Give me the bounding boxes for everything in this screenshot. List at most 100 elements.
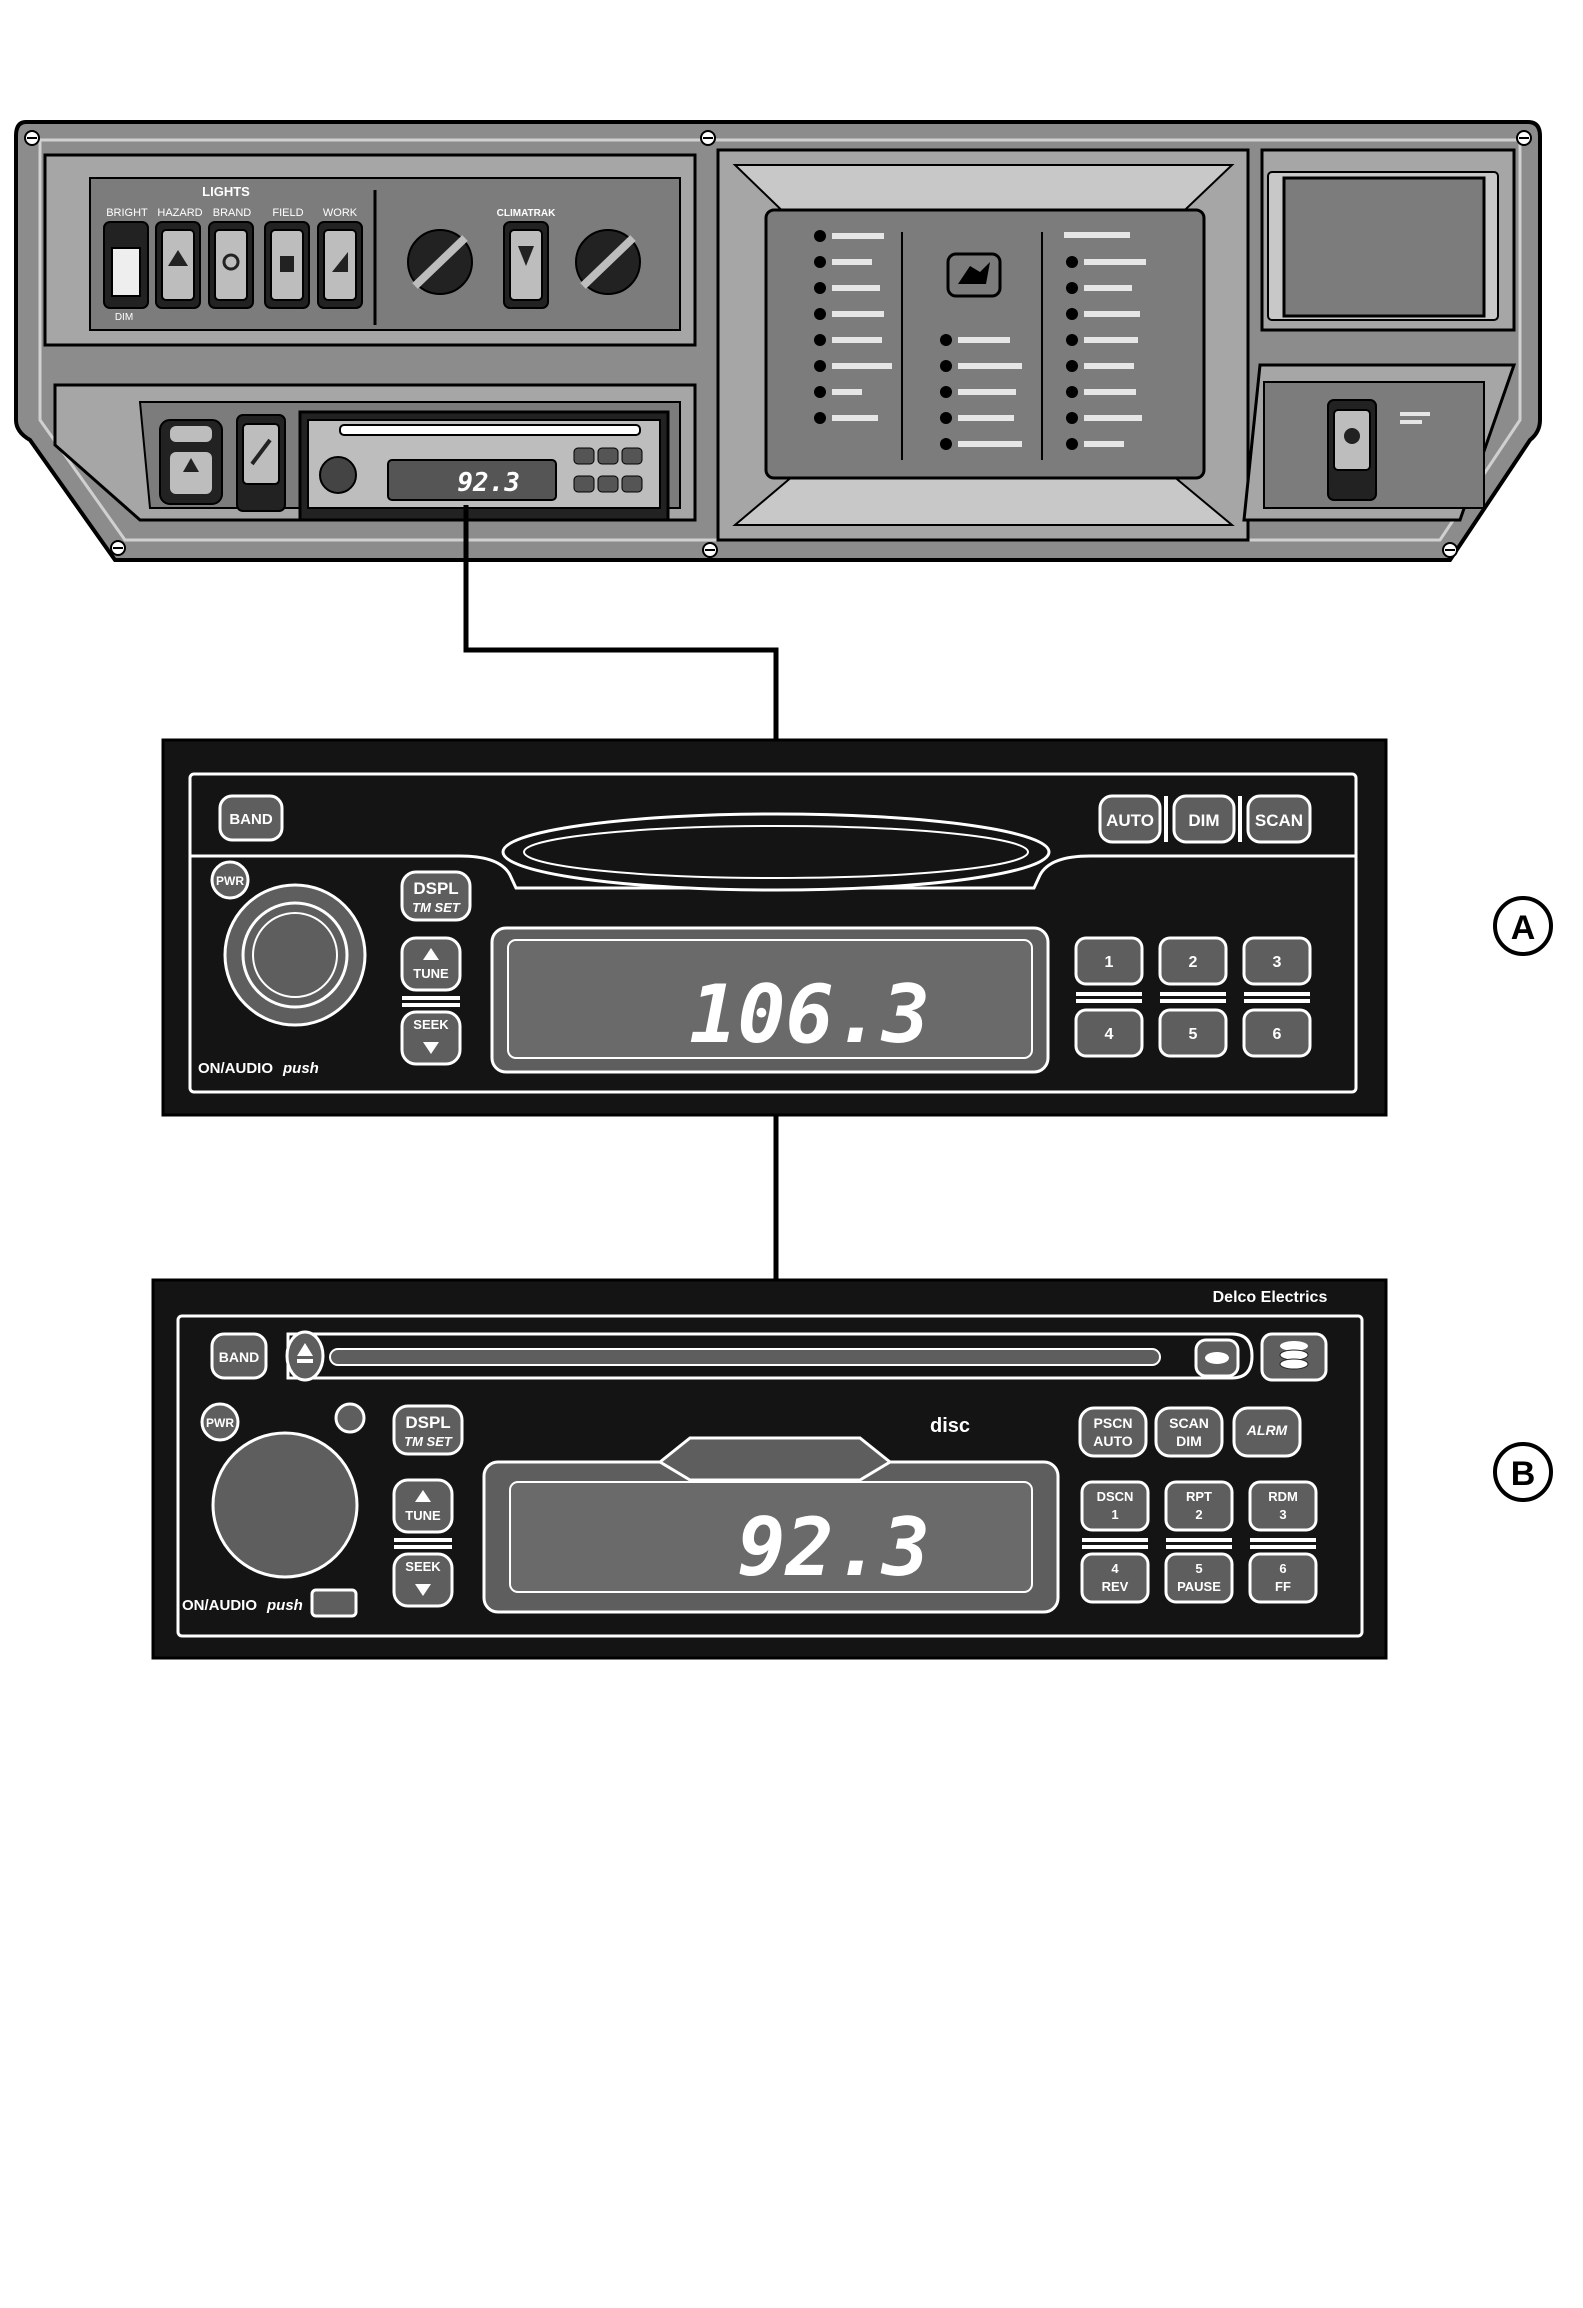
mini-radio-display: 92.3 [457,468,520,498]
field-switch[interactable] [264,221,310,309]
svg-text:3: 3 [1279,1507,1286,1522]
disc-stack-button[interactable] [1260,1332,1328,1382]
cd-load-button[interactable] [1194,1338,1240,1378]
brand-label: Delco Electrics [1213,1289,1328,1306]
mini-radio-display-window [387,459,557,501]
screw-icon [1442,542,1458,558]
seek-button-b[interactable]: SEEK [392,1552,454,1608]
mirror-icon [1344,428,1360,444]
pwr-button[interactable]: PWR [210,860,250,900]
svg-text:DIM: DIM [1176,1433,1202,1449]
screw-icon [110,540,126,556]
preset-button-6[interactable]: 6 [1242,1008,1312,1058]
eject-button[interactable] [285,1330,325,1382]
lights-title: LIGHTS [202,184,250,199]
callout-a: A [1493,896,1553,956]
band-button[interactable]: BAND [218,794,284,842]
dspl-tm-set-button-b[interactable]: DSPL TM SET [392,1404,464,1456]
wiper-switch[interactable] [236,414,286,512]
dim-label: DIM [115,312,133,323]
preset-button-3[interactable]: 3 [1242,936,1312,986]
mirror-adjust-switch[interactable] [159,419,223,505]
mini-radio[interactable]: 92.3 [298,410,670,522]
up-arrow-icon [415,1490,431,1502]
on-audio-label: ON/AUDIO [198,1060,273,1077]
disc-logo: disc [930,1415,970,1437]
climate-icon [518,246,534,266]
mini-radio-knob[interactable] [319,456,357,494]
preset-button-2[interactable]: 2 [1158,936,1228,986]
hazard-switch[interactable] [155,221,201,309]
volume-knob-b[interactable] [211,1431,359,1579]
svg-text:A: A [1511,909,1536,947]
svg-text:RDM: RDM [1268,1489,1298,1504]
up-arrow-icon [423,948,439,960]
auto-button[interactable]: AUTO [1098,794,1162,844]
svg-text:2: 2 [1189,954,1198,971]
dashboard-panel: LIGHTS BRIGHT HAZARD BRAND FIELD WORK DI… [14,120,1542,562]
indicator-lamp-column-left [814,230,892,424]
seek-button[interactable]: SEEK [400,1010,462,1066]
bright-switch[interactable] [103,221,149,309]
svg-text:1: 1 [1105,954,1114,971]
alrm-button[interactable]: ALRM [1232,1406,1302,1458]
cd-slot[interactable] [285,1330,1254,1382]
dim-button[interactable]: DIM [1172,794,1236,844]
display-frequency-b: 92.3 [737,1501,930,1594]
svg-text:5: 5 [1195,1561,1202,1576]
svg-text:TM SET: TM SET [404,1434,453,1449]
preset-button-1[interactable]: 1 [1074,936,1144,986]
frequency-display-b: 92.3 [482,1436,1060,1614]
work-switch[interactable] [317,221,363,309]
display-frequency-a: 106.3 [689,968,930,1061]
callout-b: B [1493,1442,1553,1502]
temperature-knob[interactable] [575,229,641,295]
band-button-b[interactable]: BAND [210,1332,268,1380]
preset-button-rdm-3[interactable]: RDM 3 [1248,1480,1318,1532]
svg-text:3: 3 [1273,954,1282,971]
svg-text:BAND: BAND [219,1349,259,1365]
climatrak-switch[interactable] [503,221,549,309]
svg-text:DSCN: DSCN [1097,1489,1134,1504]
switch-label: HAZARD [157,207,202,219]
preset-button-5[interactable]: 5 [1158,1008,1228,1058]
radio-a: BAND AUTO DIM SCAN PWR ON/AUDIO push [161,738,1388,1117]
hazard-icon [168,250,188,266]
indicator-lamp-column-right [1064,232,1146,450]
scan-button[interactable]: SCAN [1246,794,1312,844]
tune-button-b[interactable]: TUNE [392,1478,454,1534]
pwr-button-b[interactable]: PWR [200,1402,240,1442]
connector-lines [463,505,779,1280]
preset-buttons-a[interactable]: 1 2 3 4 5 6 [1074,936,1312,1058]
preset-button-4[interactable]: 4 [1074,1008,1144,1058]
mirror-heat-switch[interactable] [1327,399,1377,501]
svg-text:ALRM: ALRM [1246,1422,1288,1438]
preset-button-6-ff[interactable]: 6FF [1248,1552,1318,1604]
mini-radio-preset-buttons[interactable] [573,447,643,493]
on-audio-label-b: ON/AUDIO [182,1597,257,1614]
scan-dim-button[interactable]: SCAN DIM [1154,1406,1224,1458]
svg-text:TUNE: TUNE [413,966,449,981]
lights-climate-panel: LIGHTS BRIGHT HAZARD BRAND FIELD WORK DI… [43,153,697,347]
cassette-slot[interactable] [501,812,1051,892]
svg-text:6: 6 [1279,1561,1286,1576]
brand-switch[interactable] [208,221,254,309]
volume-knob[interactable] [223,883,367,1027]
tune-button[interactable]: TUNE [400,936,462,992]
faceplate-release-button[interactable] [310,1588,358,1618]
fan-speed-knob[interactable] [407,229,473,295]
pscn-auto-button[interactable]: PSCN AUTO [1078,1406,1148,1458]
svg-text:SEEK: SEEK [405,1559,441,1574]
indicator-lamp-column-center [940,334,1022,450]
lamp-icon [222,253,240,271]
screw-icon [700,130,716,146]
svg-text:RPT: RPT [1186,1489,1212,1504]
svg-text:DSPL: DSPL [405,1413,450,1432]
work-light-icon [332,252,348,272]
dspl-tm-set-button[interactable]: DSPL TM SET [400,870,472,922]
